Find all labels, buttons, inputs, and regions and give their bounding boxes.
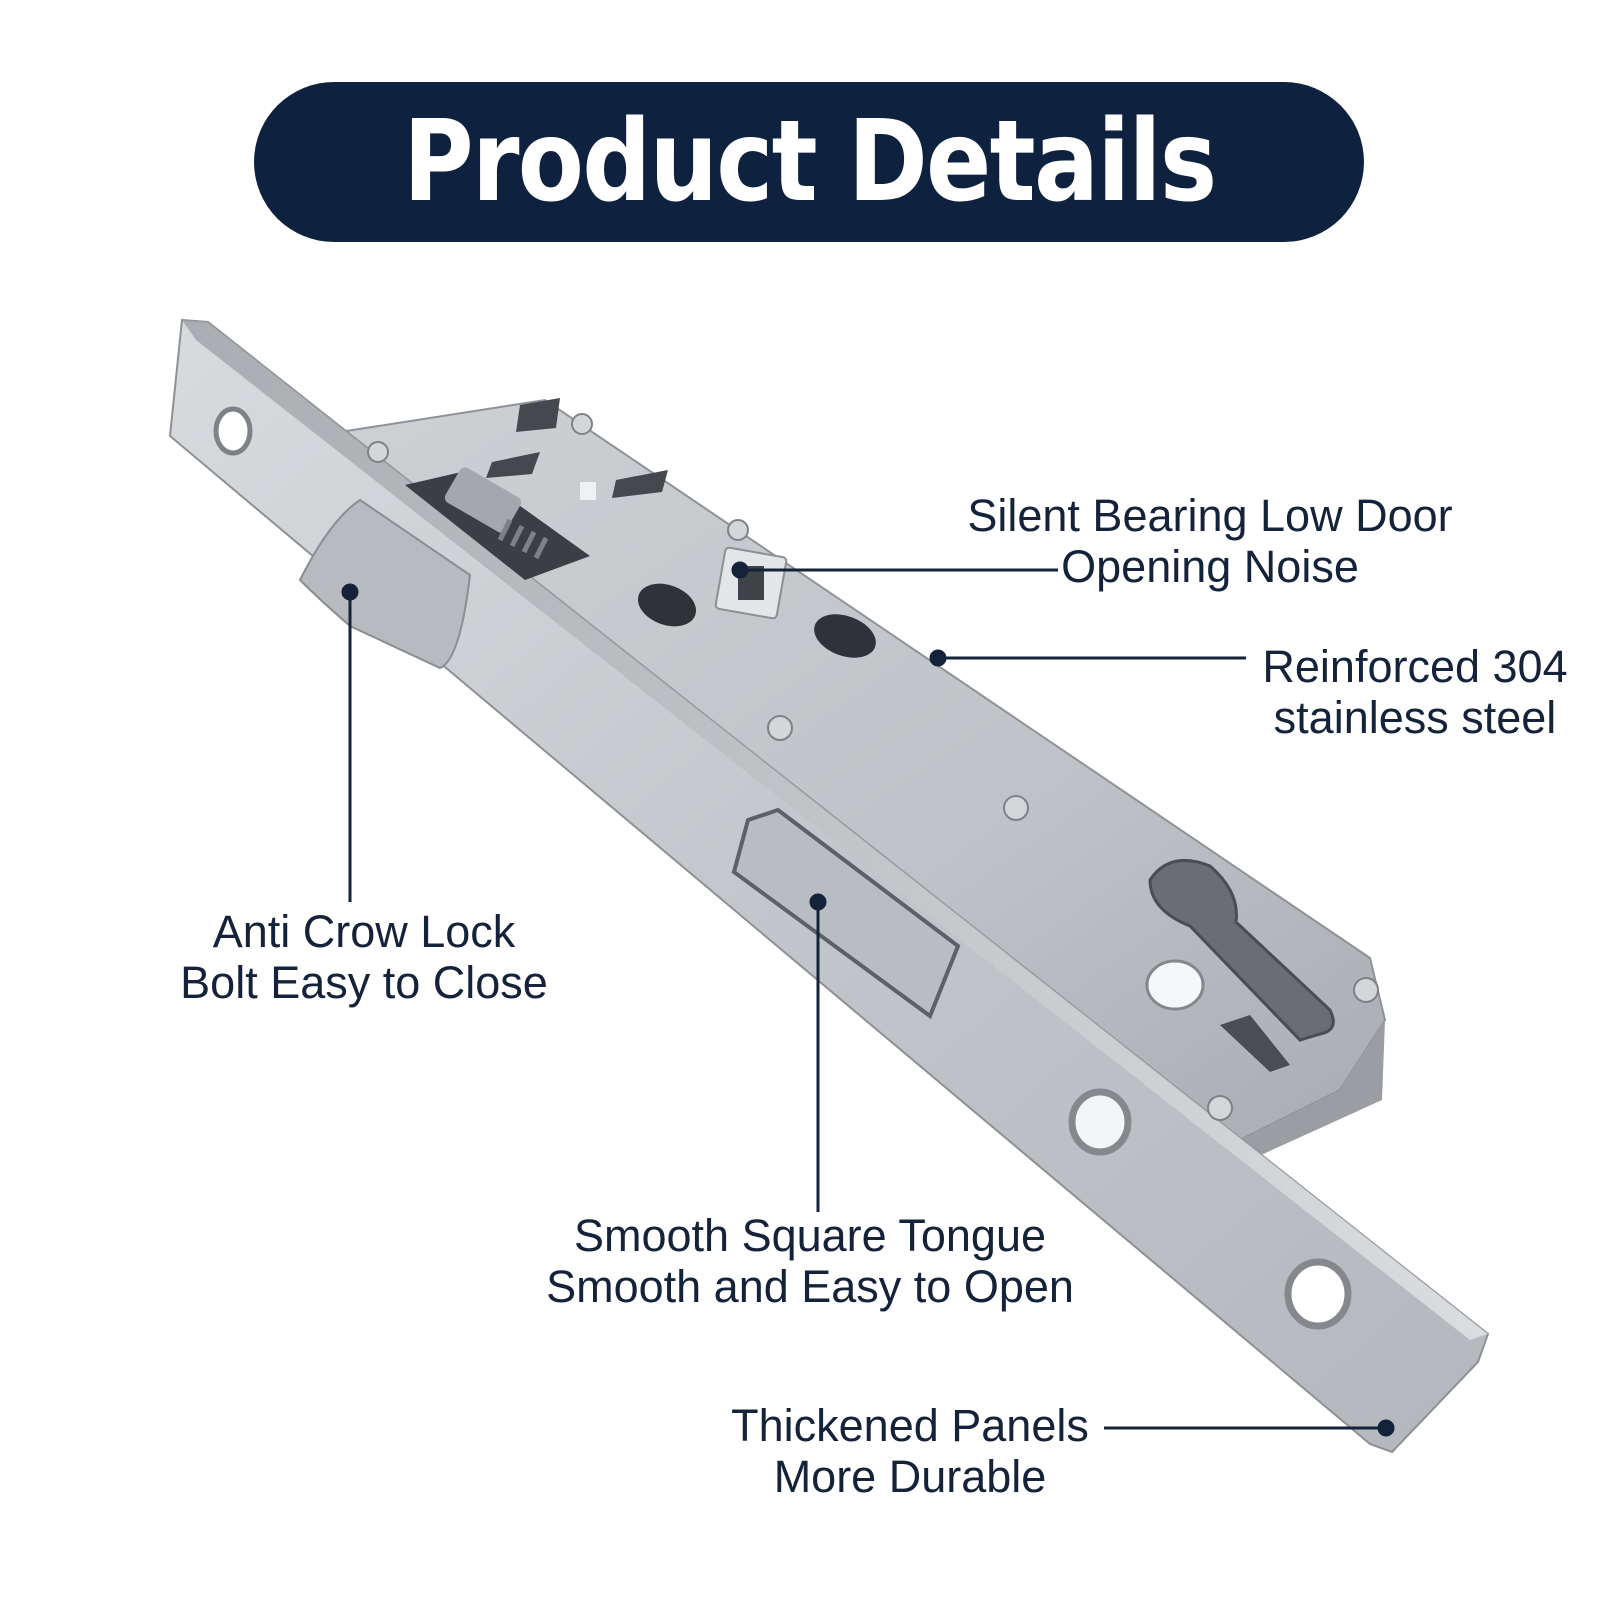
case-hole-2 <box>814 614 876 658</box>
callout-silent-bearing: Silent Bearing Low Door Opening Noise <box>967 490 1453 592</box>
callout-thickened-panels: Thickened Panels More Durable <box>731 1400 1089 1502</box>
case-screws <box>367 413 1379 1121</box>
title-banner: Product Details <box>254 82 1364 242</box>
case-hole-1 <box>637 583 697 627</box>
faceplate-hole-top <box>213 406 253 456</box>
callout-square-tongue: Smooth Square Tongue Smooth and Easy to … <box>546 1210 1074 1312</box>
dot-steel <box>929 649 947 667</box>
callout-stainless-steel: Reinforced 304 stainless steel <box>1262 641 1568 743</box>
lock-case-edge <box>1240 1020 1385 1160</box>
faceplate-edge <box>182 320 1488 1340</box>
cylinder-cutout <box>1148 858 1335 1042</box>
page-title: Product Details <box>402 97 1217 227</box>
callout-anti-crow: Anti Crow Lock Bolt Easy to Close <box>180 906 548 1008</box>
keyhole <box>1220 1015 1290 1072</box>
dot-tongue <box>809 893 827 911</box>
dot-panels <box>1377 1419 1395 1437</box>
faceplate-hole-bottom <box>1284 1258 1352 1330</box>
dot-bearing <box>731 561 749 579</box>
cylinder-hole <box>1145 959 1205 1011</box>
spring <box>497 518 549 560</box>
square-tongue <box>731 807 961 1020</box>
dot-crow <box>341 583 359 601</box>
faceplate-hole-middle <box>1068 1088 1132 1156</box>
latch-bolt <box>298 498 472 670</box>
